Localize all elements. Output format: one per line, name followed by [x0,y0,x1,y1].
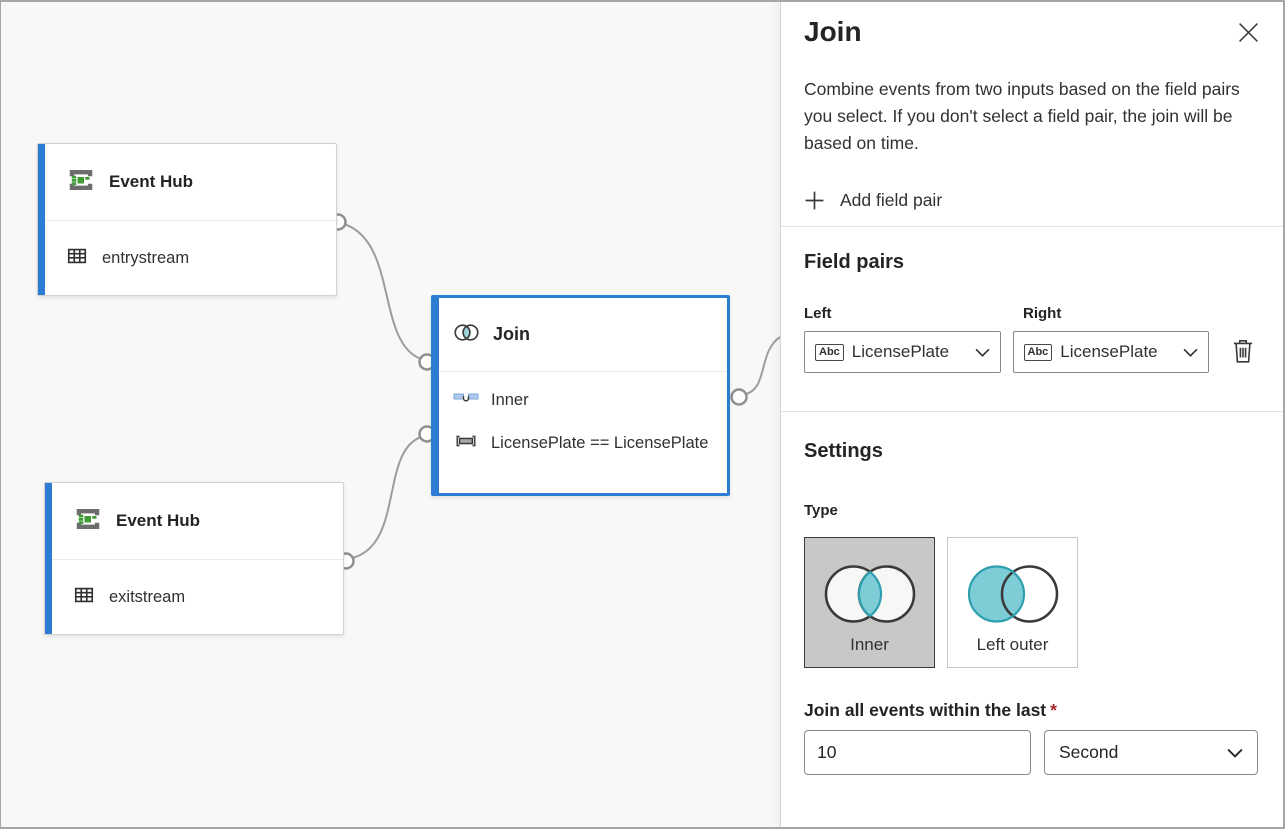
window-unit-value: Second [1059,742,1119,762]
node-event-hub-exit[interactable]: Event Hub exitstream [44,482,344,635]
node-accent-strip [434,298,439,493]
inner-join-venn-icon [824,565,915,623]
close-icon [1238,23,1258,42]
settings-heading: Settings [804,440,883,462]
window-duration-input[interactable] [804,730,1031,775]
field-pair-icon [453,430,479,457]
panel-description: Combine events from two inputs based on … [804,79,1240,153]
add-field-pair-label: Add field pair [840,189,943,210]
join-type-option-label: Left outer [976,635,1049,654]
stream-name: entrystream [102,249,190,267]
connector-exit-to-join [351,436,422,559]
string-type-icon: Abc [815,343,844,361]
event-hub-icon [73,504,103,539]
connector-entry-to-join [343,223,422,360]
plus-icon [805,191,824,209]
left-field-value: LicensePlate [851,342,950,361]
add-field-pair-button[interactable]: Add field pair [804,187,942,213]
join-window-label-text: Join all events within the last [804,700,1047,720]
join-venn-icon [453,323,480,347]
trash-icon [1233,339,1253,363]
diagram-canvas[interactable]: Event Hub entrystream [0,0,780,829]
inner-join-icon [453,389,479,411]
join-type-options: Inner Left outer [804,537,1258,668]
window-unit-select[interactable]: Second [1044,730,1258,775]
node-join[interactable]: Join Inner [431,295,730,496]
chevron-down-icon [1227,748,1243,758]
join-type-label: Type [804,502,838,519]
left-field-dropdown[interactable]: Abc LicensePlate [804,331,1001,373]
join-type-option-left-outer[interactable]: Left outer [947,537,1078,668]
divider [781,411,1285,412]
node-title: Event Hub [109,172,194,191]
close-panel-button[interactable] [1235,20,1261,46]
stream-table-icon [73,584,95,611]
port-join-output [730,388,748,406]
connector-join-output [745,336,780,395]
stream-name: exitstream [109,588,186,606]
node-event-hub-entry[interactable]: Event Hub entrystream [37,143,337,296]
node-title: Event Hub [116,511,201,530]
join-type-value: Inner [491,390,529,409]
right-field-dropdown[interactable]: Abc LicensePlate [1012,331,1209,373]
right-field-label: Right [1023,305,1062,322]
join-condition: LicensePlate == LicensePlate [491,433,709,452]
right-field-value: LicensePlate [1060,342,1158,361]
field-pair-row: Abc LicensePlate Abc LicensePlate [804,331,1258,373]
chevron-down-icon [1183,348,1198,357]
join-type-option-inner[interactable]: Inner [804,537,935,668]
chevron-down-icon [975,348,989,357]
left-field-label: Left [804,305,832,322]
join-type-option-label: Inner [850,635,889,654]
node-accent-strip [45,483,52,634]
event-hub-icon [66,165,96,200]
stream-table-icon [66,245,88,272]
node-accent-strip [38,144,45,295]
string-type-icon: Abc [1023,343,1053,361]
left-outer-join-venn-icon [967,565,1058,623]
divider [781,226,1285,227]
delete-field-pair-button[interactable] [1228,335,1258,370]
required-marker: * [1050,700,1057,720]
field-pairs-heading: Field pairs [804,251,905,273]
panel-title: Join [804,16,862,47]
join-config-panel: Join Combine events from two inputs base… [780,0,1285,829]
join-window-label: Join all events within the last* [804,699,1258,721]
node-title: Join [493,324,531,344]
